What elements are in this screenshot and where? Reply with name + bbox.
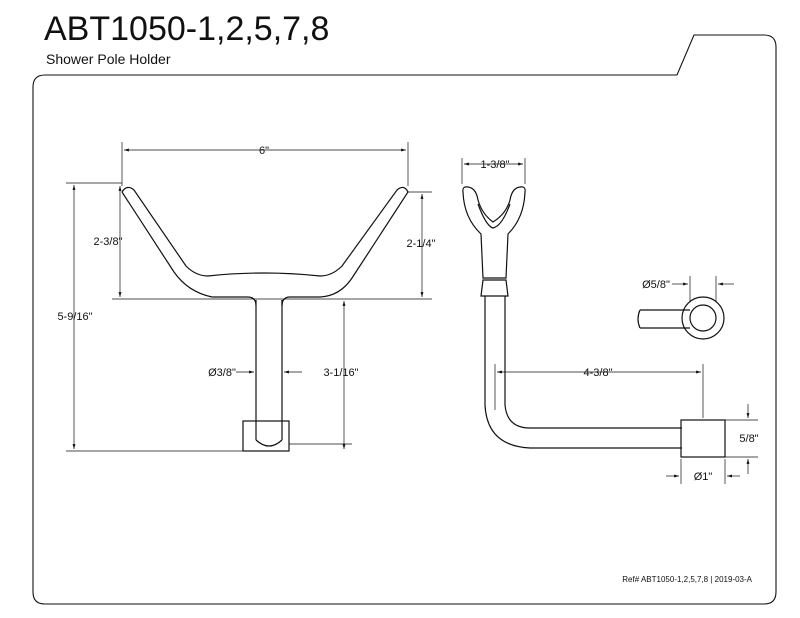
dim-overall-height: 5-9/16" (57, 311, 92, 323)
pole-section-dimension (672, 276, 734, 302)
side-view (462, 186, 726, 458)
elbow-inner (504, 404, 682, 429)
dim-stem-diameter: Ø3/8" (208, 367, 236, 379)
model-number: ABT1050-1,2,5,7,8 (44, 10, 330, 48)
front-view (121, 186, 409, 452)
side-dimensions (461, 158, 758, 484)
dim-front-width: 6" (259, 145, 269, 157)
ring-outer (681, 296, 725, 340)
dim-base-diameter: Ø1" (694, 471, 713, 483)
ring-inner (689, 304, 717, 332)
product-name: Shower Pole Holder (46, 51, 171, 67)
holder-arms-inner (121, 191, 257, 307)
dim-base-height: 5/8" (739, 433, 758, 445)
stem-bottom (255, 439, 283, 447)
fork-inner (477, 203, 511, 229)
front-dimensions (66, 142, 432, 452)
dim-pole-diameter: Ø5/8" (642, 279, 670, 291)
holder-arms-outer (121, 186, 409, 307)
dim-left-arm-height: 2-3/8" (94, 236, 123, 248)
pole-collar (480, 279, 509, 297)
pole-stub (637, 309, 690, 329)
dim-right-arm-height: 2-1/4" (407, 238, 436, 250)
pole-section-detail (637, 296, 725, 340)
sheet-border (32, 34, 777, 605)
dim-arm-reach: 4-3/8" (584, 367, 613, 379)
dim-fork-width: 1-3/8" (481, 159, 510, 171)
base-block (242, 420, 290, 452)
elbow-outer (484, 404, 682, 449)
reference-number: Ref# ABT1050-1,2,5,7,8 | 2019-03-A (622, 575, 752, 584)
fork-outer (462, 186, 526, 279)
dim-stem-height: 3-1/16" (323, 367, 358, 379)
base-mount (680, 419, 726, 458)
